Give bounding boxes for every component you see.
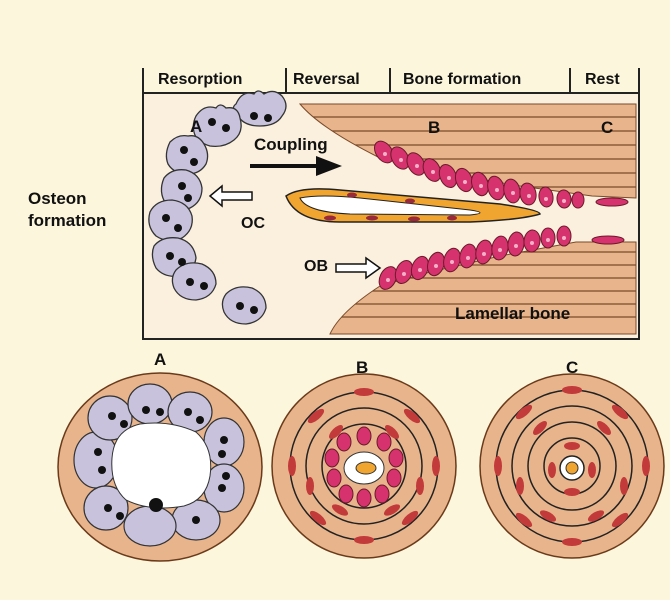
phase-bone-formation: Bone formation [403,71,521,89]
side-label-line1: Osteon [28,188,106,210]
cross-section-a-caption: A [154,350,166,370]
phase-resorption: Resorption [158,71,242,89]
marker-a: A [190,117,202,137]
osteoclast-label: OC [241,215,265,233]
side-label-line2: formation [28,210,106,232]
cross-section-b [272,374,456,558]
phase-rest: Rest [585,71,620,89]
osteon-formation-label: Osteon formation [28,188,106,232]
cross-section-b-caption: B [356,358,368,378]
cross-section-a [58,373,262,561]
marker-b: B [428,118,440,138]
osteoblast-label: OB [304,258,328,276]
lamellar-bone-label: Lamellar bone [455,304,570,324]
phase-reversal: Reversal [293,71,360,89]
cross-section-c-caption: C [566,358,578,378]
coupling-label: Coupling [254,135,328,155]
cross-section-c [480,374,664,558]
marker-c: C [601,118,613,138]
